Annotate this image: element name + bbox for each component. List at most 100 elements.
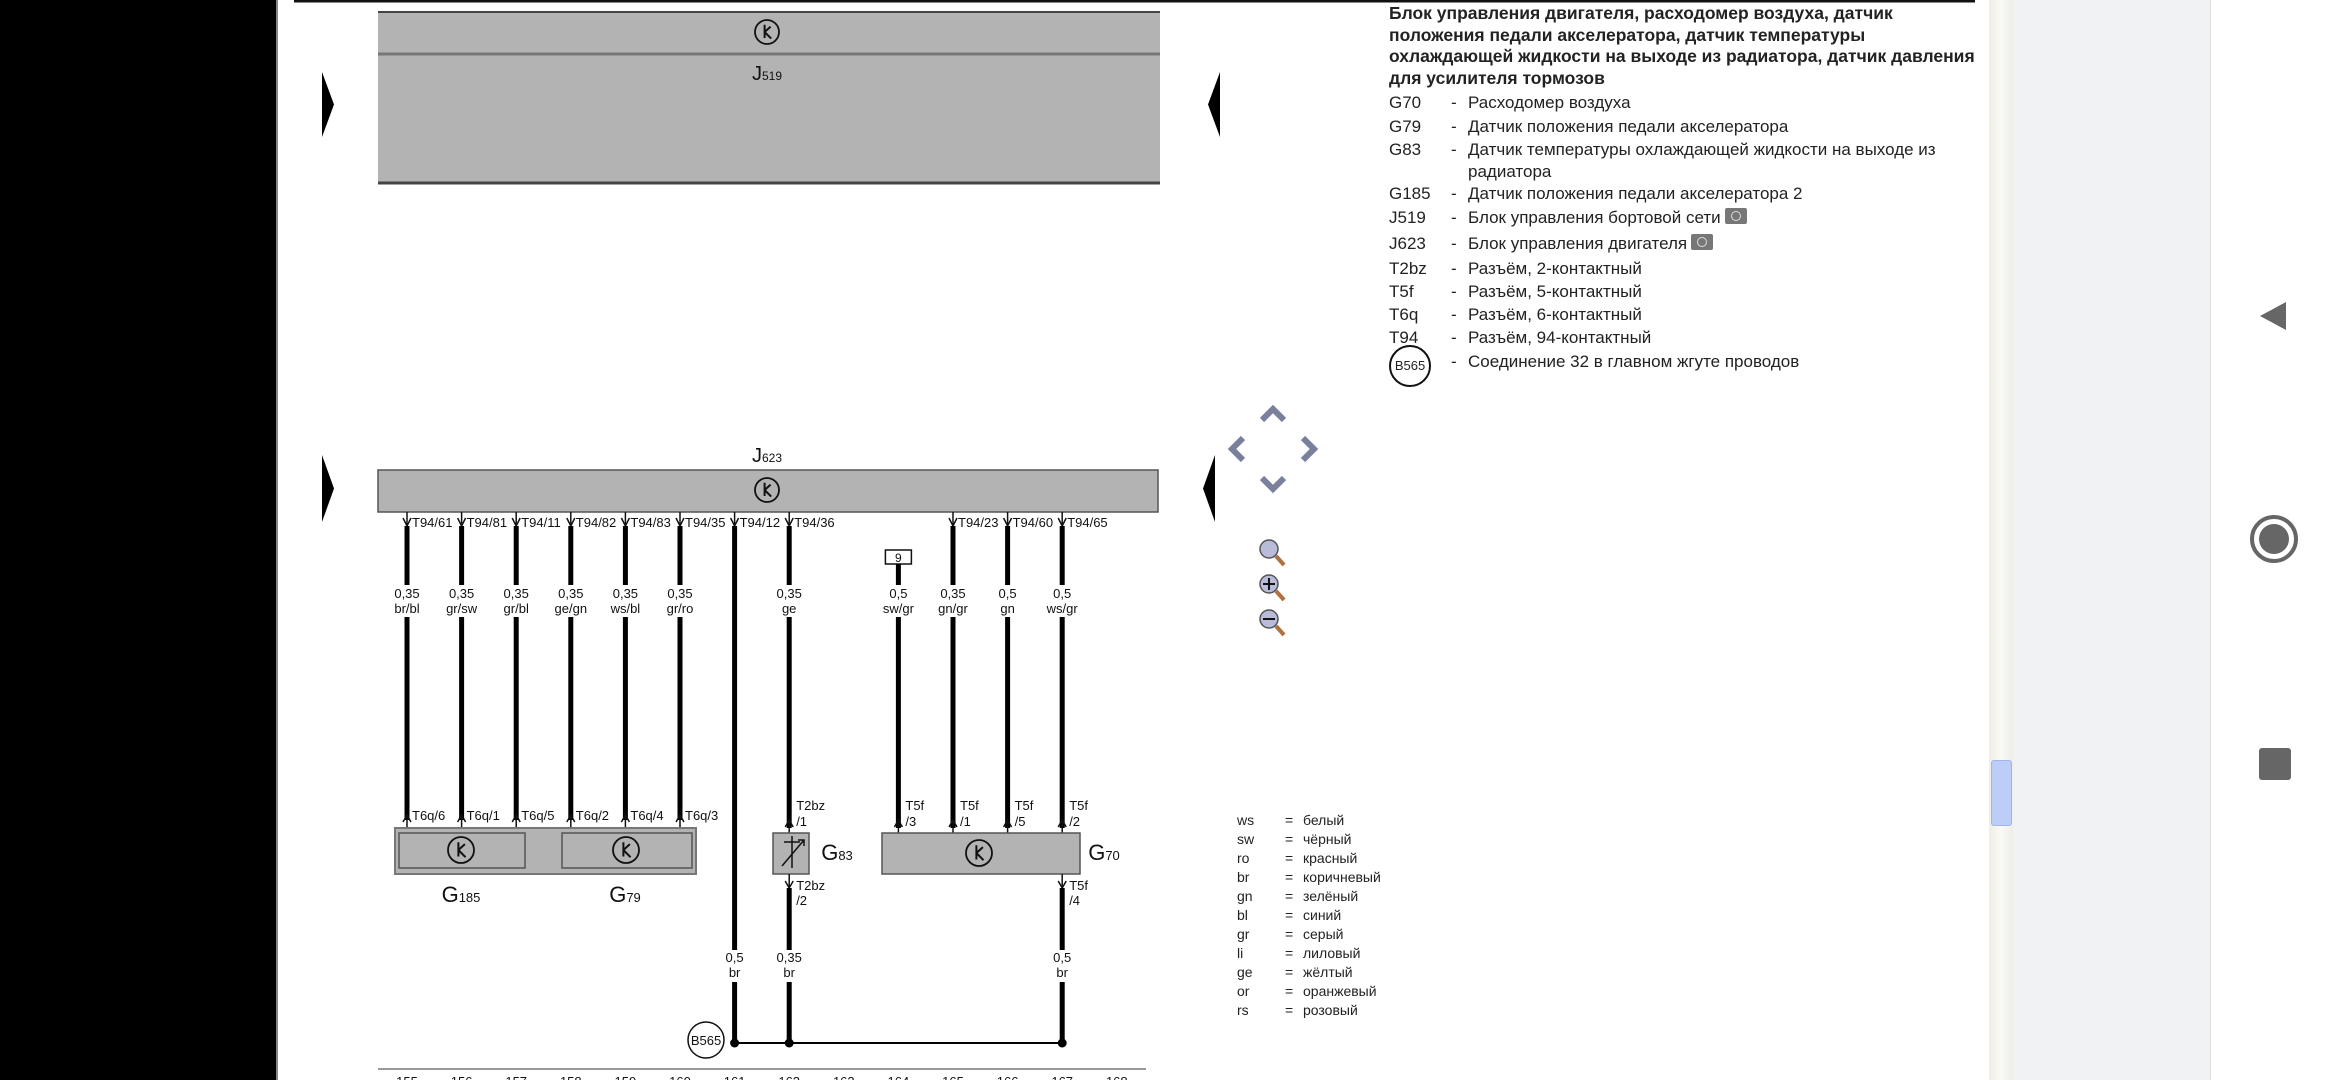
legend-eq: = (1285, 831, 1294, 847)
pin-label-bottom: T5f (1015, 798, 1034, 813)
zoom-in-icon[interactable] (1259, 574, 1286, 602)
legend-color-name: зелёный (1303, 888, 1359, 904)
pin-label-bottom: T2bz (796, 798, 825, 813)
component-code: G185 (1389, 184, 1431, 203)
wire-gauge: 0,35 (394, 586, 419, 601)
track-number: 163 (833, 1074, 855, 1080)
wire-color: gr/ro (667, 601, 694, 616)
pin-label-bottom-num: /1 (796, 814, 807, 829)
dash: - (1451, 282, 1457, 301)
wire-gauge: 0,5 (889, 586, 907, 601)
wire-gauge: 0,5 (726, 950, 744, 965)
pin-label-bottom-num: /1 (960, 814, 971, 829)
ground-wire (730, 982, 740, 1048)
wire-gauge: 0,35 (777, 586, 802, 601)
track-number: 162 (778, 1074, 800, 1080)
pin-label-top: T94/82 (576, 515, 616, 530)
prev-arrow-top[interactable] (322, 72, 334, 137)
pin-label-top: T94/61 (412, 515, 452, 530)
next-arrow-top[interactable] (1208, 72, 1220, 137)
nav-recents-icon[interactable] (2259, 748, 2291, 780)
wire-color: ws/bl (610, 601, 641, 616)
camera-icon[interactable] (1724, 208, 1747, 224)
legend-eq: = (1285, 983, 1294, 999)
j623-box (377, 469, 1159, 513)
legend-item: or=оранжевый (1237, 983, 1377, 999)
b565-circle (687, 1021, 725, 1059)
nav-home-ring[interactable] (2250, 515, 2298, 563)
description-title: Блок управления двигателя, расходомер во… (1389, 3, 1975, 88)
legend-abbr: sw (1237, 831, 1255, 847)
track-number: 166 (997, 1074, 1019, 1080)
legend-color-name: лиловый (1303, 945, 1361, 961)
wire (620, 512, 631, 828)
pin-arrow-icon (1002, 818, 1013, 828)
pin-label-top: T94/36 (794, 515, 834, 530)
component-description: Расходомер воздуха (1468, 93, 1631, 112)
thermistor-icon (781, 836, 805, 868)
pin-label-bottom-num: /5 (1015, 814, 1026, 829)
pin-arrow-icon (402, 813, 412, 823)
track-number: 159 (615, 1074, 637, 1080)
pin-arrow-icon (620, 813, 631, 823)
legend-eq: = (1285, 945, 1294, 961)
wire (456, 512, 467, 828)
legend-eq: = (1285, 869, 1294, 885)
legend-abbr: li (1237, 945, 1244, 961)
dash: - (1451, 305, 1457, 324)
dash: - (1451, 208, 1457, 227)
magnifier-handle (1274, 589, 1286, 602)
wire-color: ws/gr (1046, 601, 1079, 616)
next-arrow-bottom[interactable] (1203, 455, 1215, 522)
pin-label-bottom: T6q/6 (412, 808, 445, 823)
component-description: Разъём, 5-контактный (1468, 282, 1642, 301)
legend-item: ge=жёлтый (1237, 964, 1353, 980)
wire-gauge: 0,35 (777, 950, 802, 965)
g185-label: G185 (442, 882, 481, 907)
pan-right-icon[interactable] (1300, 435, 1319, 463)
nav-home-icon[interactable] (2259, 524, 2289, 554)
zoom-fit-icon[interactable] (1259, 539, 1286, 567)
b565-label: B565 (691, 1033, 721, 1048)
symbol-lines (622, 842, 632, 858)
legend-abbr: ws (1237, 812, 1255, 828)
scrollbar-thumb[interactable] (1991, 760, 2012, 826)
legend-eq: = (1285, 926, 1294, 942)
wire-gauge: 0,35 (504, 586, 529, 601)
component-description: Разъём, 6-контактный (1468, 305, 1642, 324)
pan-down-icon[interactable] (1259, 475, 1287, 494)
symbol-lines (457, 842, 467, 858)
g70-sensor-icon (965, 839, 993, 867)
pin-label-top: T94/23 (958, 515, 998, 530)
component-code: J519 (1389, 208, 1426, 227)
zoom-out-icon[interactable] (1259, 609, 1286, 637)
legend-color-name: синий (1303, 907, 1342, 923)
camera-icon[interactable] (1691, 234, 1714, 250)
track-number: 161 (724, 1074, 746, 1080)
pin-label-ground-num: /4 (1069, 893, 1080, 908)
prev-arrow-bottom[interactable] (322, 455, 334, 522)
wire-color: sw/gr (883, 601, 915, 616)
pan-up-icon[interactable] (1259, 404, 1287, 423)
legend-item: sw=чёрный (1237, 831, 1351, 847)
left-black-area (0, 0, 276, 1080)
symbol-circle (612, 836, 640, 864)
pan-left-icon[interactable] (1227, 435, 1246, 463)
legend-eq: = (1285, 964, 1294, 980)
wire-color: gn/gr (938, 601, 968, 616)
nav-back-icon[interactable] (2260, 302, 2286, 330)
wire (1057, 512, 1067, 833)
wire-gauge: 0,35 (667, 586, 692, 601)
wire (402, 512, 412, 828)
wire-gauge: 0,35 (613, 586, 638, 601)
terminal-9-label: 9 (895, 551, 902, 565)
scrollbar[interactable] (1989, 0, 2013, 1080)
wire-color: gr/sw (446, 601, 478, 616)
pin-label-bottom-num: /2 (1069, 814, 1080, 829)
legend-color-name: оранжевый (1303, 983, 1377, 999)
pin-label-top: T94/12 (740, 515, 780, 530)
wire (729, 512, 740, 950)
legend-eq: = (1285, 1002, 1294, 1018)
pin-arrow-icon (566, 813, 576, 823)
wire-gauge: 0,35 (940, 586, 965, 601)
